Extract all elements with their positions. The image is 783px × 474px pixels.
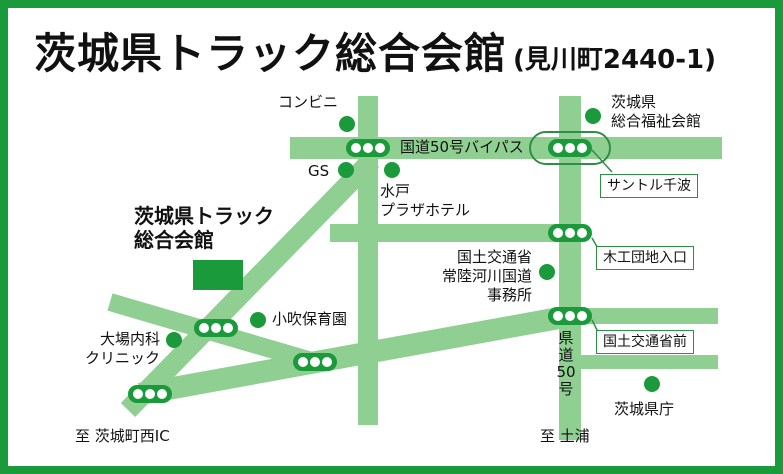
destination-label: 茨城県トラック 総合会館 — [134, 204, 274, 252]
hoikuen-label: 小吹保育園 — [272, 310, 348, 328]
route50-label-char4: 号 — [558, 380, 574, 398]
santoru-intersection-box: サントル千波 — [600, 174, 698, 198]
fukushi-label: 茨城県 総合福祉会館 — [611, 93, 701, 131]
gs-marker — [338, 162, 354, 178]
diagonal-road — [120, 153, 380, 417]
bypass-label: 国道50号バイパス — [400, 138, 524, 156]
mokko-intersection-box: 木工団地入口 — [596, 246, 694, 270]
kokudo-office-marker — [539, 264, 555, 280]
fukushi-label-line1: 茨城県 — [611, 93, 657, 111]
conveni-marker — [339, 116, 355, 132]
traffic-signal-diagonal — [194, 319, 238, 337]
kencho-label: 茨城県庁 — [614, 400, 675, 418]
route50-label-char2: 道 — [558, 346, 574, 364]
hotel-marker — [384, 162, 400, 178]
route50-label-char3: 50 — [556, 363, 576, 381]
kokudo-office-label-line1: 国土交通省 — [456, 248, 532, 266]
kokudo-mae-intersection-box: 国土交通省前 — [596, 330, 694, 354]
hotel-label-line1: 水戸 — [380, 182, 411, 200]
clinic-label-line2: クリニック — [84, 349, 160, 367]
clinic-label: 大場内科 クリニック — [60, 330, 160, 368]
title-main: 茨城県トラック総合会館 — [34, 29, 508, 78]
traffic-signal-kokudo-mae — [548, 307, 592, 325]
traffic-signal-santoru — [548, 139, 592, 157]
traffic-signal-bypass-west — [346, 139, 390, 157]
to-tsuchiura-label: 至 土浦 — [540, 427, 590, 445]
hotel-label: 水戸 プラザホテル — [380, 182, 470, 220]
hoikuen-marker — [250, 312, 266, 328]
destination-building-marker — [193, 260, 243, 290]
traffic-signal-southwest — [128, 385, 172, 403]
conveni-label: コンビニ — [278, 93, 339, 111]
santoru-highlight-ring — [529, 131, 611, 165]
fukushi-marker — [585, 108, 601, 124]
clinic-marker — [166, 332, 182, 348]
kokudo-office-label-line3: 事務所 — [486, 286, 532, 304]
destination-label-line2: 総合会館 — [134, 228, 214, 252]
route50-label-char1: 県 — [558, 329, 574, 347]
route50-label: 県 道 50 号 — [556, 330, 576, 398]
santoru-callout-line — [591, 149, 613, 173]
fukushi-label-line2: 総合福祉会館 — [611, 112, 702, 130]
hotel-label-line2: プラザホテル — [380, 201, 471, 219]
gs-label: GS — [308, 162, 330, 180]
map-title: 茨城県トラック総合会館(見川町2440-1) — [34, 20, 716, 81]
traffic-signal-mokko — [548, 224, 592, 242]
to-ibarakimachi-label: 至 茨城町西IC — [75, 427, 170, 445]
kokudo-office-label: 国土交通省 常陸河川国道 事務所 — [420, 248, 532, 305]
south-road — [138, 305, 572, 405]
title-address: (見川町2440-1) — [513, 45, 717, 75]
destination-label-line1: 茨城県トラック — [134, 204, 274, 228]
clinic-label-line1: 大場内科 — [99, 330, 160, 348]
kencho-marker — [644, 376, 660, 392]
kokudo-office-label-line2: 常陸河川国道 — [441, 267, 532, 285]
traffic-signal-south — [293, 353, 337, 371]
